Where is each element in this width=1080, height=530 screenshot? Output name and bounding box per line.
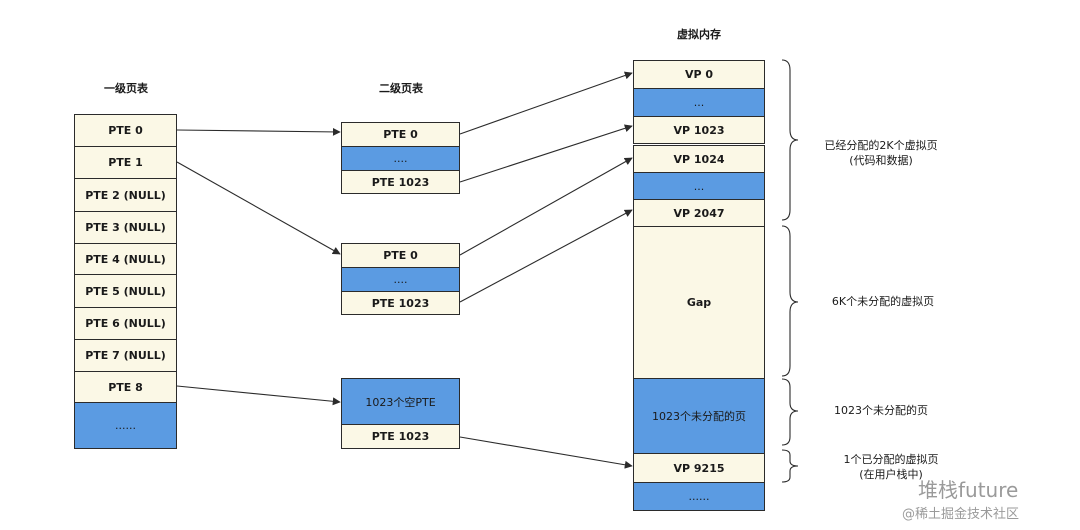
vm-row-vp1024: VP 1024: [633, 145, 765, 173]
vm-row-ellipsis-3: ......: [633, 482, 765, 511]
annotation-stack-line1: 1个已分配的虚拟页: [843, 453, 939, 466]
vm-row-gap: Gap: [633, 226, 765, 379]
brace-stack: [781, 449, 799, 483]
arrow-pte0-to-table1: [176, 127, 341, 136]
level2-title: 二级页表: [379, 82, 423, 95]
watermark-title: 堆栈future: [918, 478, 1019, 502]
arrow-pte8-to-table3: [176, 385, 341, 406]
arrow-t2-pte0-to-vp1024: [459, 157, 633, 256]
annotation-allocated-line1: 已经分配的2K个虚拟页: [824, 139, 938, 152]
annotation-allocated: 已经分配的2K个虚拟页 (代码和数据): [806, 138, 956, 168]
arrow-t1-pte1023-to-vp1023: [459, 124, 633, 183]
arrow-t1-pte0-to-vp0: [459, 71, 633, 135]
level1-row-pte4: PTE 4 (NULL): [74, 243, 177, 275]
level1-row-pte7: PTE 7 (NULL): [74, 339, 177, 372]
brace-unallocated-6k: [781, 225, 799, 377]
level1-row-more: ......: [74, 402, 177, 449]
level1-row-pte8: PTE 8: [74, 371, 177, 403]
annotation-unallocated-6k: 6K个未分配的虚拟页: [831, 295, 935, 308]
level2-t3-row-empty-ptes: 1023个空PTE: [341, 378, 460, 425]
level2-t2-row-pte1023: PTE 1023: [341, 291, 460, 315]
annotation-stack: 1个已分配的虚拟页 (在用户栈中): [816, 452, 966, 482]
vm-row-vp0: VP 0: [633, 60, 765, 89]
annotation-stack-line2: (在用户栈中): [859, 468, 923, 481]
arrow-t2-pte1023-to-vp2047: [459, 209, 633, 303]
arrow-t3-pte1023-to-vp9215: [459, 436, 633, 469]
annotation-unallocated-1023: 1023个未分配的页: [834, 404, 928, 417]
vm-row-ellipsis-2: ...: [633, 172, 765, 200]
level2-t2-row-pte0: PTE 0: [341, 243, 460, 268]
brace-allocated: [781, 59, 799, 221]
vm-row-unallocated-1023: 1023个未分配的页: [633, 378, 765, 454]
level1-row-pte2: PTE 2 (NULL): [74, 178, 177, 212]
annotation-allocated-line2: (代码和数据): [849, 154, 913, 167]
level2-t1-row-pte1023: PTE 1023: [341, 170, 460, 194]
virtual-memory-title: 虚拟内存: [677, 28, 721, 41]
level2-t3-row-pte1023: PTE 1023: [341, 424, 460, 449]
level1-row-pte1: PTE 1: [74, 146, 177, 179]
vm-row-vp1023: VP 1023: [633, 116, 765, 144]
brace-unallocated-1023: [781, 378, 799, 446]
arrow-pte1-to-table2: [176, 161, 341, 255]
vm-row-ellipsis-1: ...: [633, 88, 765, 117]
level1-row-pte0: PTE 0: [74, 114, 177, 147]
watermark-site: @稀土掘金技术社区: [902, 507, 1020, 522]
level2-t1-row-ellipsis: ....: [341, 146, 460, 171]
level1-row-pte3: PTE 3 (NULL): [74, 211, 177, 244]
level1-title: 一级页表: [104, 82, 148, 95]
level2-t2-row-ellipsis: ....: [341, 267, 460, 292]
vm-row-vp2047: VP 2047: [633, 199, 765, 227]
